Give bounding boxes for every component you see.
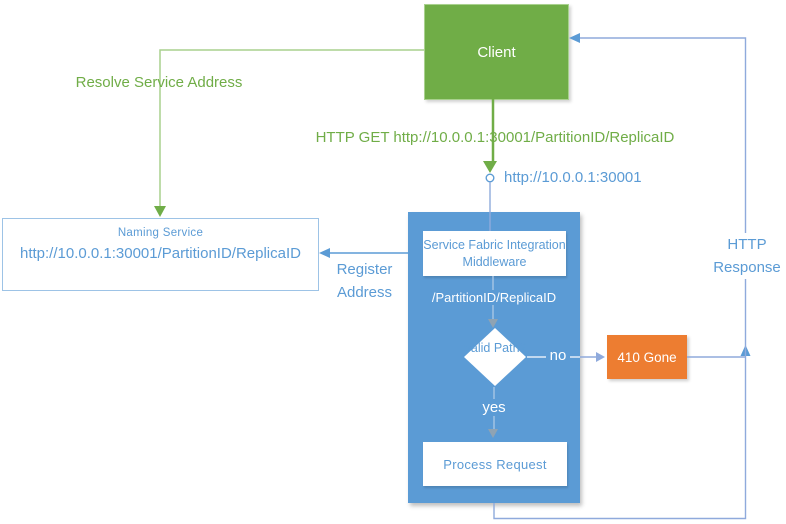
middleware-title-label: Service Fabric Integration Middleware xyxy=(423,237,566,269)
http-get-label: HTTP GET http://10.0.0.1:30001/Partition… xyxy=(315,129,675,146)
http-response-label: HTTP Response xyxy=(712,233,782,279)
410-gone-node: 410 Gone xyxy=(607,335,687,379)
no-label: no xyxy=(538,347,578,364)
naming-service-url: http://10.0.0.1:30001/PartitionID/Replic… xyxy=(19,245,301,262)
resolve-service-address-label: Resolve Service Address xyxy=(75,74,243,91)
process-request-label: Process Request xyxy=(443,456,547,472)
endpoint-port-circle xyxy=(485,173,495,183)
client-node: Client xyxy=(424,4,569,100)
middleware-title-box: Service Fabric Integration Middleware xyxy=(423,231,566,276)
process-request-node: Process Request xyxy=(423,442,567,486)
register-address-label: Register Address xyxy=(336,261,393,301)
valid-path-label: Valid Path? xyxy=(463,341,527,355)
client-label: Client xyxy=(477,43,516,61)
arrowhead-right-gone xyxy=(596,352,605,362)
arrowhead-down-naming xyxy=(154,206,166,217)
yes-label: yes xyxy=(468,399,520,416)
endpoint-url-label: http://10.0.0.1:30001 xyxy=(504,169,642,186)
arrowhead-left-client xyxy=(569,33,580,43)
naming-service-title: Naming Service xyxy=(117,227,204,239)
arrowhead-up-junction xyxy=(740,345,751,356)
410-gone-label: 410 Gone xyxy=(617,349,677,365)
arrowhead-left-naming xyxy=(319,248,330,258)
partition-path-label: /PartitionID/ReplicaID xyxy=(408,290,580,305)
naming-service-node: Naming Service http://10.0.0.1:30001/Par… xyxy=(2,218,319,291)
arrowhead-down-endpoint xyxy=(483,161,497,173)
